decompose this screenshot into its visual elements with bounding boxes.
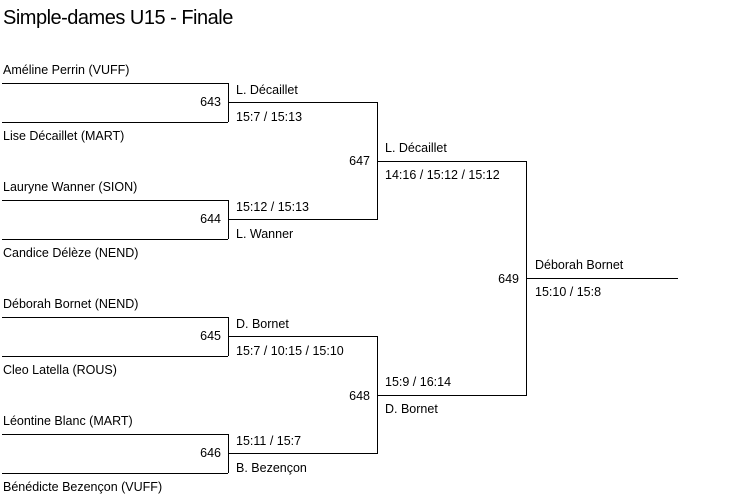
match-number: 649 <box>498 272 519 286</box>
bracket-line <box>228 453 378 454</box>
bracket-line <box>377 336 378 453</box>
match-winner: D. Bornet <box>385 402 438 416</box>
player-name: Bénédicte Bezençon (VUFF) <box>3 480 163 494</box>
bracket-line <box>377 395 527 396</box>
player-name: Déborah Bornet (NEND) <box>3 297 139 311</box>
player-name: Lauryne Wanner (SION) <box>3 180 138 194</box>
bracket-line <box>2 356 228 357</box>
bracket-line <box>228 219 378 220</box>
bracket-line <box>2 473 228 474</box>
bracket-line <box>228 336 378 337</box>
match-number: 647 <box>349 154 370 168</box>
match-score: 15:7 / 15:13 <box>236 110 303 124</box>
player-name: Lise Décaillet (MART) <box>3 129 125 143</box>
bracket-line <box>2 83 228 84</box>
bracket-line <box>526 278 678 279</box>
bracket-line <box>228 102 378 103</box>
match-number: 645 <box>200 329 221 343</box>
page-title: Simple-dames U15 - Finale <box>3 7 233 29</box>
match-winner: D. Bornet <box>236 317 289 331</box>
match-score: 15:12 / 15:13 <box>236 200 309 214</box>
bracket-line <box>377 161 527 162</box>
bracket-line <box>2 239 228 240</box>
champion-name: Déborah Bornet <box>535 258 624 272</box>
player-name: Léontine Blanc (MART) <box>3 414 133 428</box>
player-name: Améline Perrin (VUFF) <box>3 63 130 77</box>
bracket-line <box>2 434 228 435</box>
bracket-line <box>2 200 228 201</box>
match-score: 15:11 / 15:7 <box>236 434 302 448</box>
bracket-line <box>377 102 378 219</box>
match-number: 648 <box>349 389 370 403</box>
match-score: 14:16 / 15:12 / 15:12 <box>385 168 500 182</box>
match-number: 646 <box>200 446 221 460</box>
match-number: 643 <box>200 95 221 109</box>
match-score: 15:7 / 10:15 / 15:10 <box>236 344 344 358</box>
match-winner: L. Décaillet <box>236 83 298 97</box>
match-winner: L. Wanner <box>236 227 294 241</box>
bracket-line <box>2 122 228 123</box>
match-winner: B. Bezençon <box>236 461 307 475</box>
match-number: 644 <box>200 212 221 226</box>
player-name: Candice Délèze (NEND) <box>3 246 139 260</box>
match-score: 15:9 / 16:14 <box>385 375 452 389</box>
player-name: Cleo Latella (ROUS) <box>3 363 117 377</box>
match-score: 15:10 / 15:8 <box>535 285 602 299</box>
match-winner: L. Décaillet <box>385 141 447 155</box>
bracket-line <box>2 317 228 318</box>
